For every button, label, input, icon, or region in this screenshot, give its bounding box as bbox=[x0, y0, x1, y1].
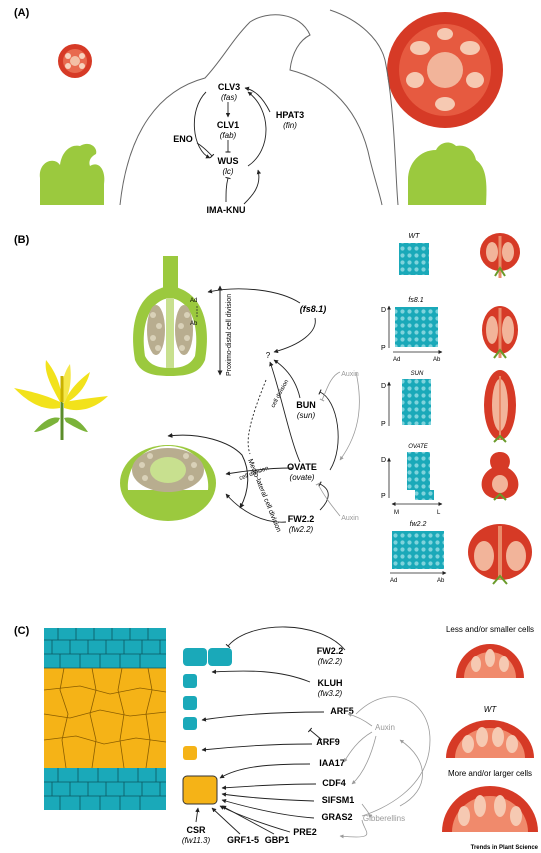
fruit-half-wt-icon bbox=[446, 720, 534, 758]
gene-gras2: GRAS2 bbox=[321, 812, 352, 822]
meristem-outline-right bbox=[330, 10, 398, 205]
gene-eno: ENO bbox=[173, 134, 193, 144]
cell-grid-fw22 bbox=[392, 531, 444, 569]
gene-ima-knu: IMA-KNU bbox=[207, 205, 246, 215]
grid-fs81-y-bot: P bbox=[381, 345, 386, 352]
ovary-proximo-distal bbox=[133, 256, 207, 376]
cell-grid-sun bbox=[402, 379, 431, 425]
fruit-half-more-icon bbox=[442, 786, 538, 832]
grid-ovate-y-bot: P bbox=[381, 493, 386, 500]
grid-title-ovate: OVATE bbox=[408, 444, 429, 450]
cell-grid-ovate bbox=[407, 452, 434, 500]
gene-fs81: (fs8.1) bbox=[300, 304, 327, 314]
grid-title-wt: WT bbox=[409, 233, 421, 240]
allele-lc: (lc) bbox=[222, 167, 233, 176]
auxin-b-lower: Auxin bbox=[341, 515, 359, 522]
grid-title-fw22: fw2.2 bbox=[410, 521, 427, 528]
grid-sun-y-bot: P bbox=[381, 421, 386, 428]
ovary-medio-lateral bbox=[120, 445, 216, 521]
label-less-cells: Less and/or smaller cells bbox=[446, 625, 534, 634]
panel-a-label: (A) bbox=[14, 7, 30, 19]
gene-pre2: PRE2 bbox=[293, 827, 317, 837]
allele-fas: (fas) bbox=[221, 93, 237, 102]
pericarp-tissue-icon bbox=[44, 628, 166, 810]
grid-fs81-y-top: D bbox=[381, 307, 386, 314]
label-ad-top: Ad bbox=[190, 298, 197, 304]
gene-cdf4: CDF4 bbox=[322, 778, 346, 788]
allele-ovate: (ovate) bbox=[290, 473, 315, 482]
gene-bun: BUN bbox=[296, 400, 316, 410]
allele-fab: (fab) bbox=[220, 131, 237, 140]
gene-fw22-b: FW2.2 bbox=[288, 514, 315, 524]
large-tomato-slice-icon bbox=[387, 12, 503, 128]
fruit-half-less-icon bbox=[456, 644, 524, 678]
grid-title-fs81: fs8.1 bbox=[408, 297, 423, 304]
fruit-section-wt-icon bbox=[480, 233, 520, 278]
label-more-cells: More and/or larger cells bbox=[448, 769, 532, 778]
label-cell-division-bun: cell division bbox=[270, 379, 290, 409]
allele-fw22-c: (fw2.2) bbox=[318, 657, 343, 666]
panel-a-arrows bbox=[194, 88, 270, 204]
panel-b-label: (B) bbox=[14, 234, 30, 246]
fruit-section-fw22-icon bbox=[468, 524, 532, 584]
cell-grid-fs81 bbox=[395, 307, 438, 347]
allele-sun: (sun) bbox=[297, 411, 316, 420]
cell-grid-wt bbox=[399, 243, 429, 275]
allele-fin: (fin) bbox=[283, 121, 297, 130]
gene-slfsm1: SlFSM1 bbox=[322, 795, 355, 805]
grid-fs81-x-right: Ab bbox=[433, 357, 441, 363]
large-meristem-icon bbox=[408, 143, 487, 205]
allele-fw113: (fw11.3) bbox=[182, 836, 211, 845]
gene-hpat3: HPAT3 bbox=[276, 110, 304, 120]
journal-credit: Trends in Plant Science bbox=[471, 845, 539, 851]
label-wt-c: WT bbox=[484, 705, 498, 714]
gene-clv3: CLV3 bbox=[218, 82, 240, 92]
grid-ovate-y-top: D bbox=[381, 457, 386, 464]
label-auxin-c: Auxin bbox=[375, 723, 395, 732]
gene-wus: WUS bbox=[218, 156, 239, 166]
meristem-outline bbox=[120, 15, 382, 205]
unknown-regulator: ? bbox=[266, 351, 271, 360]
gene-gbp1: GBP1 bbox=[265, 835, 290, 845]
panel-a: (A) bbox=[14, 7, 503, 215]
grid-fw22-x-right: Ab bbox=[437, 578, 445, 584]
gene-clv1: CLV1 bbox=[217, 120, 239, 130]
gene-fw22-c: FW2.2 bbox=[317, 646, 344, 656]
fruit-section-sun-icon bbox=[484, 370, 516, 442]
grid-title-sun: SUN bbox=[411, 371, 424, 377]
allele-fw22-b: (fw2.2) bbox=[289, 525, 314, 534]
gene-grf1-5: GRF1-5 bbox=[227, 835, 259, 845]
panel-c-label: (C) bbox=[14, 625, 30, 637]
grid-ovate-x-right: L bbox=[437, 510, 441, 516]
gene-iaa17: IAA17 bbox=[319, 758, 345, 768]
grid-ovate-x-left: M bbox=[394, 510, 399, 516]
gene-ovate: OVATE bbox=[287, 462, 317, 472]
panel-b: (B) Ad Ab bbox=[14, 233, 532, 584]
gene-kluh: KLUH bbox=[318, 678, 343, 688]
grid-fw22-x-left: Ad bbox=[390, 578, 397, 584]
panel-b-auxin-arrows bbox=[318, 372, 359, 516]
small-tomato-slice-icon bbox=[58, 44, 92, 78]
label-proximo-distal: Proximo-distal cell division bbox=[226, 294, 233, 376]
gene-csr: CSR bbox=[186, 825, 206, 835]
allele-fw32: (fw3.2) bbox=[318, 689, 343, 698]
panel-c: (C) bbox=[14, 625, 539, 851]
label-ab-top: Ab bbox=[190, 321, 198, 327]
grid-fs81-x-left: Ad bbox=[393, 357, 400, 363]
fruit-section-fs81-icon bbox=[482, 306, 518, 358]
grid-sun-y-top: D bbox=[381, 383, 386, 390]
flower-icon bbox=[14, 360, 108, 440]
small-meristem-icon bbox=[40, 144, 105, 205]
fruit-section-ovate-icon bbox=[482, 452, 519, 500]
